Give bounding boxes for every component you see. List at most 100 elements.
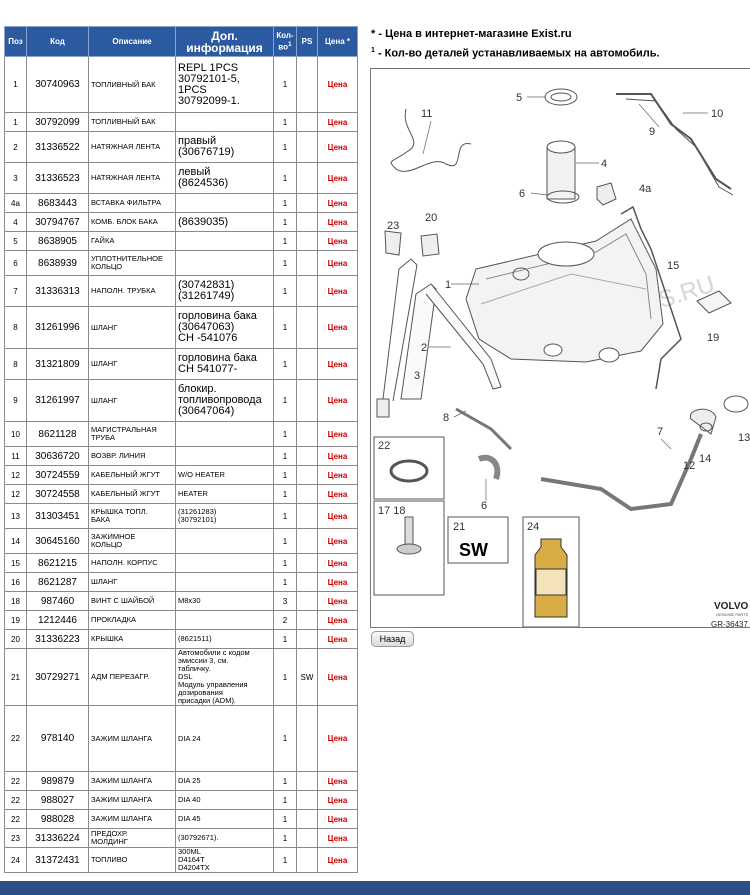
price-link[interactable]: Цена xyxy=(327,615,348,625)
cell-price[interactable]: Цена xyxy=(317,771,358,791)
cell-code-text: 30740963 xyxy=(35,79,80,90)
cell-quantity-text: 3 xyxy=(282,596,288,606)
price-link[interactable]: Цена xyxy=(327,142,348,152)
price-link[interactable]: Цена xyxy=(327,795,348,805)
band-3-drawing xyxy=(382,258,418,402)
cell-price[interactable]: Цена xyxy=(317,629,358,649)
cell-price[interactable]: Цена xyxy=(317,212,358,232)
cell-price[interactable]: Цена xyxy=(317,648,358,706)
cell-price[interactable]: Цена xyxy=(317,572,358,592)
header-qty-sup: 1 xyxy=(288,41,292,49)
cell-additional-info-text: (30742831) (31261749) xyxy=(178,279,235,302)
cell-ps xyxy=(296,572,318,592)
cell-description-text: МАГИСТРАЛЬНАЯ ТРУБА xyxy=(91,425,157,442)
cell-price[interactable]: Цена xyxy=(317,705,358,772)
cell-price[interactable]: Цена xyxy=(317,56,358,113)
cell-price[interactable]: Цена xyxy=(317,306,358,349)
cell-code: 30645160 xyxy=(26,528,89,554)
cell-quantity: 1 xyxy=(273,503,297,529)
price-link[interactable]: Цена xyxy=(327,80,348,89)
cell-code: 30636720 xyxy=(26,446,89,466)
price-link[interactable]: Цена xyxy=(327,359,348,369)
price-link[interactable]: Цена xyxy=(327,511,348,521)
back-button[interactable]: Назад xyxy=(371,631,414,647)
price-link[interactable]: Цена xyxy=(327,470,348,480)
price-link[interactable]: Цена xyxy=(327,672,348,682)
cell-price[interactable]: Цена xyxy=(317,484,358,504)
cell-price[interactable]: Цена xyxy=(317,847,358,873)
cell-quantity: 1 xyxy=(273,572,297,592)
cell-price[interactable]: Цена xyxy=(317,421,358,447)
cell-code: 30794767 xyxy=(26,212,89,232)
cell-code-text: 988028 xyxy=(40,813,75,825)
cell-price[interactable]: Цена xyxy=(317,553,358,573)
cell-price[interactable]: Цена xyxy=(317,591,358,611)
header-ps: PS xyxy=(296,26,318,57)
price-link[interactable]: Цена xyxy=(327,833,348,843)
cell-price[interactable]: Цена xyxy=(317,275,358,307)
cell-additional-info xyxy=(175,610,274,630)
cell-pos-text: 8 xyxy=(13,359,18,369)
volvo-logo: VOLVO xyxy=(714,601,748,612)
cell-price[interactable]: Цена xyxy=(317,162,358,194)
price-link[interactable]: Цена xyxy=(327,855,348,865)
cell-ps xyxy=(296,446,318,466)
price-link[interactable]: Цена xyxy=(327,117,348,127)
price-link[interactable]: Цена xyxy=(327,814,348,824)
cell-description-text: КОМБ. БЛОК БАКА xyxy=(91,217,158,226)
cell-price[interactable]: Цена xyxy=(317,610,358,630)
cell-pos: 6 xyxy=(4,250,27,276)
cell-price[interactable]: Цена xyxy=(317,528,358,554)
cell-code: 31336523 xyxy=(26,162,89,194)
cell-price[interactable]: Цена xyxy=(317,250,358,276)
cell-price[interactable]: Цена xyxy=(317,112,358,132)
price-link[interactable]: Цена xyxy=(327,323,348,332)
cell-price[interactable]: Цена xyxy=(317,193,358,213)
header-qty-line1: Кол- xyxy=(276,31,294,41)
price-link[interactable]: Цена xyxy=(327,596,348,606)
price-link[interactable]: Цена xyxy=(327,258,348,268)
price-link[interactable]: Цена xyxy=(327,776,348,786)
price-link[interactable]: Цена xyxy=(327,198,348,208)
price-link[interactable]: Цена xyxy=(327,173,348,183)
header-qty-line2: во xyxy=(278,42,288,52)
price-link[interactable]: Цена xyxy=(327,577,348,587)
price-link[interactable]: Цена xyxy=(327,451,348,461)
cell-price[interactable]: Цена xyxy=(317,503,358,529)
cell-price[interactable]: Цена xyxy=(317,828,358,848)
cell-price[interactable]: Цена xyxy=(317,348,358,380)
cell-additional-info xyxy=(175,231,274,251)
cell-ps xyxy=(296,503,318,529)
filler-hose-16-drawing xyxy=(620,205,682,390)
price-link[interactable]: Цена xyxy=(327,396,348,405)
price-link[interactable]: Цена xyxy=(327,489,348,499)
cell-price[interactable]: Цена xyxy=(317,131,358,163)
cell-pos-text: 6 xyxy=(13,258,18,268)
price-link[interactable]: Цена xyxy=(327,286,348,296)
cell-code: 30724559 xyxy=(26,465,89,485)
price-link[interactable]: Цена xyxy=(327,558,348,568)
price-link[interactable]: Цена xyxy=(327,634,348,644)
price-link[interactable]: Цена xyxy=(327,236,348,246)
price-link[interactable]: Цена xyxy=(327,429,348,439)
cell-description-text: НАТЯЖНАЯ ЛЕНТА xyxy=(91,142,161,151)
price-link[interactable]: Цена xyxy=(327,536,348,546)
cell-price[interactable]: Цена xyxy=(317,809,358,829)
cell-price[interactable]: Цена xyxy=(317,446,358,466)
price-link[interactable]: Цена xyxy=(327,217,348,227)
cell-quantity-text: 1 xyxy=(282,80,288,89)
cell-price[interactable]: Цена xyxy=(317,231,358,251)
price-link[interactable]: Цена xyxy=(327,734,348,743)
cell-price[interactable]: Цена xyxy=(317,465,358,485)
cell-code: 31336223 xyxy=(26,629,89,649)
quantity-note-text: - Кол-во деталей устанавливаемых на авто… xyxy=(374,47,660,60)
cell-price[interactable]: Цена xyxy=(317,790,358,810)
cell-quantity-text: 1 xyxy=(282,634,288,644)
cell-price[interactable]: Цена xyxy=(317,379,358,422)
cell-pos: 16 xyxy=(4,572,27,592)
cell-pos: 8 xyxy=(4,348,27,380)
